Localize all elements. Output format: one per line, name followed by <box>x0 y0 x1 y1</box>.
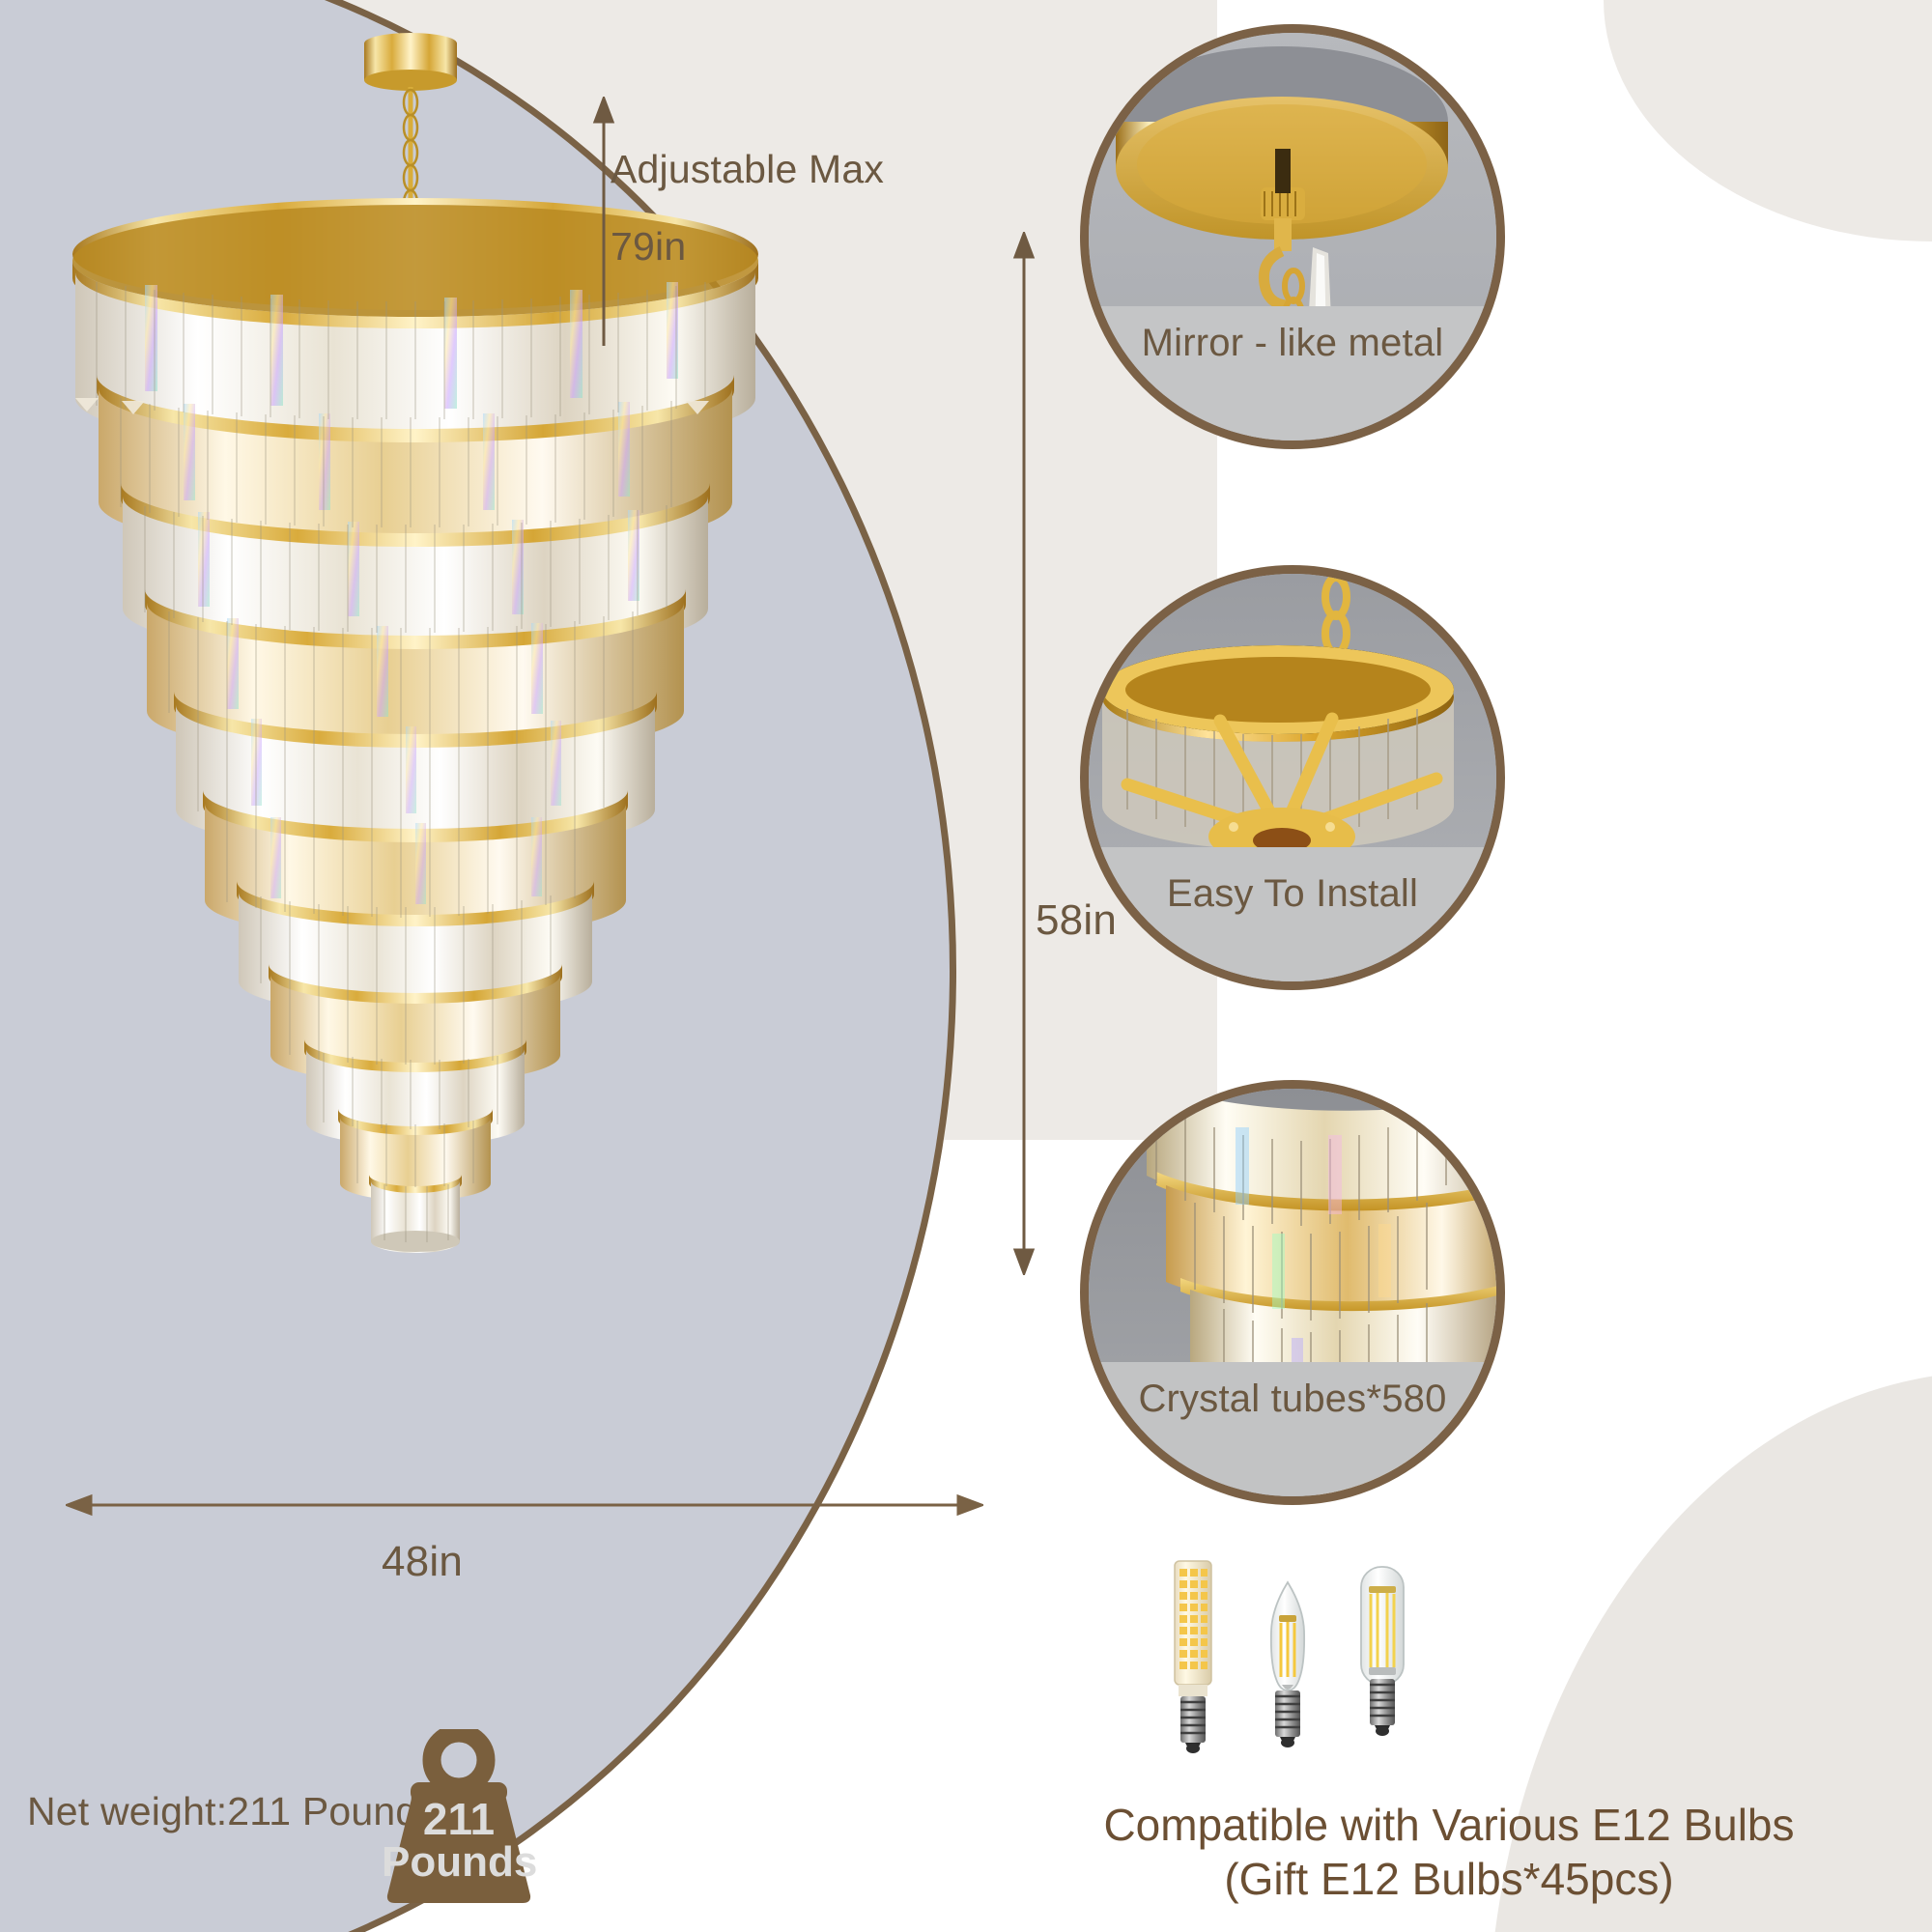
led-corn-bulb-icon <box>1174 1560 1212 1753</box>
feature-card-crystal-tubes[interactable]: Crystal tubes*580 <box>1080 1080 1505 1505</box>
chandelier-product-image <box>72 33 758 1253</box>
bulb-compat-line1: Compatible with Various E12 Bulbs <box>1103 1800 1795 1850</box>
feature-caption: Mirror - like metal <box>1089 305 1496 440</box>
width-dimension-arrow <box>66 1493 983 1517</box>
feature-card-easy-to-install[interactable]: Easy To Install <box>1080 565 1505 990</box>
feature-caption: Crystal tubes*580 <box>1089 1361 1496 1496</box>
weight-number: 211 <box>422 1794 496 1844</box>
feature-caption: Easy To Install <box>1089 846 1496 981</box>
bulb-group <box>1154 1546 1435 1768</box>
net-weight-label: Net weight:211 Pounds <box>27 1789 439 1833</box>
weight-unit: Pounds <box>382 1838 538 1886</box>
feature-card-mirror-like-metal[interactable]: Mirror - like metal <box>1080 24 1505 449</box>
width-dimension-label: 48in <box>382 1538 463 1585</box>
weight-icon <box>386 1729 531 1903</box>
candle-filament-bulb-icon <box>1269 1580 1306 1747</box>
adjustable-max-label: Adjustable Max <box>611 147 885 191</box>
tubular-filament-bulb-icon <box>1360 1566 1405 1736</box>
adjustable-value-label: 79in <box>611 224 687 269</box>
weight-badge: 211 Pounds <box>382 1729 538 1903</box>
weight-badge-text: 211 Pounds <box>382 1794 538 1886</box>
total-height-dimension-arrow <box>1012 232 1036 1275</box>
bulb-compat-line2: (Gift E12 Bulbs*45pcs) <box>1224 1854 1674 1904</box>
adjustable-height-arrow <box>592 97 615 346</box>
